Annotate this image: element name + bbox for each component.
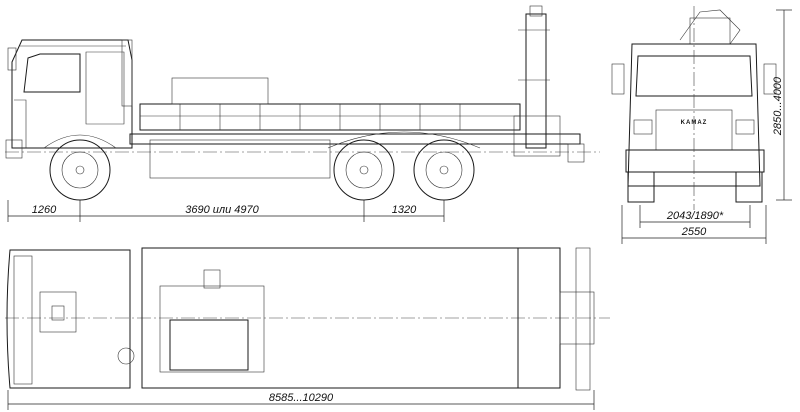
side-dimension-line xyxy=(7,200,445,222)
side-mirror xyxy=(7,47,17,71)
crane-column-front xyxy=(689,17,731,45)
front-bumper xyxy=(5,139,23,159)
roof-hatch xyxy=(39,291,77,333)
cab-window xyxy=(23,53,81,93)
cab-front-top xyxy=(13,255,33,385)
cab-top xyxy=(6,249,131,389)
roof-hatch-inner xyxy=(51,305,65,321)
rear-wheel-2 xyxy=(413,139,475,201)
flatbed-body xyxy=(139,103,521,131)
dim-track-width: 2043/1890* xyxy=(666,210,724,222)
crane-column-top xyxy=(559,291,595,345)
front-fender xyxy=(43,134,117,149)
dim-rear-axle-spread: 1320 xyxy=(392,204,417,216)
grille-logo: KAMAZ xyxy=(681,120,708,126)
toolbox xyxy=(171,77,269,105)
top-dimension-line xyxy=(7,390,595,410)
dim-overall-width: 2550 xyxy=(681,226,707,238)
spare-box xyxy=(169,319,249,371)
exhaust-stack xyxy=(121,39,133,107)
dim-overall-length: 8585...10290 xyxy=(269,392,334,404)
crane-mount-top xyxy=(203,269,221,289)
windshield xyxy=(635,55,753,97)
dim-overall-height: 2850...4000 xyxy=(772,76,784,136)
crane-side xyxy=(513,5,585,163)
cab-door xyxy=(85,51,125,125)
front-cab-outline xyxy=(627,43,761,187)
front-wheel xyxy=(49,139,111,201)
cab-front-panel xyxy=(14,99,27,148)
top-view: 8585...10290 xyxy=(5,247,610,410)
crane-front xyxy=(679,9,741,45)
right-mirror xyxy=(763,63,777,95)
side-view: 1260 3690 или 4970 1320 xyxy=(5,5,600,222)
front-view: KAMAZ 2043/1890* 2550 2850...4000 xyxy=(611,6,792,244)
cab-outline xyxy=(11,39,133,149)
fuel-tank-area xyxy=(149,139,331,179)
air-tank xyxy=(117,347,135,365)
dim-front-overhang: 1260 xyxy=(32,204,57,216)
chassis-frame xyxy=(129,133,581,145)
right-headlight xyxy=(735,119,755,135)
front-right-tire xyxy=(735,171,763,203)
front-left-tire xyxy=(627,171,655,203)
toolbox-top xyxy=(159,285,265,373)
rear-fender xyxy=(327,131,481,149)
front-dimension-lines xyxy=(621,9,792,244)
front-bumper-front xyxy=(625,149,765,173)
flatbed-posts xyxy=(179,104,461,130)
crane-outrigger xyxy=(575,247,591,391)
dim-wheelbase: 3690 или 4970 xyxy=(185,204,259,216)
left-headlight xyxy=(633,119,653,135)
left-mirror xyxy=(611,63,625,95)
rear-wheel-1 xyxy=(333,139,395,201)
